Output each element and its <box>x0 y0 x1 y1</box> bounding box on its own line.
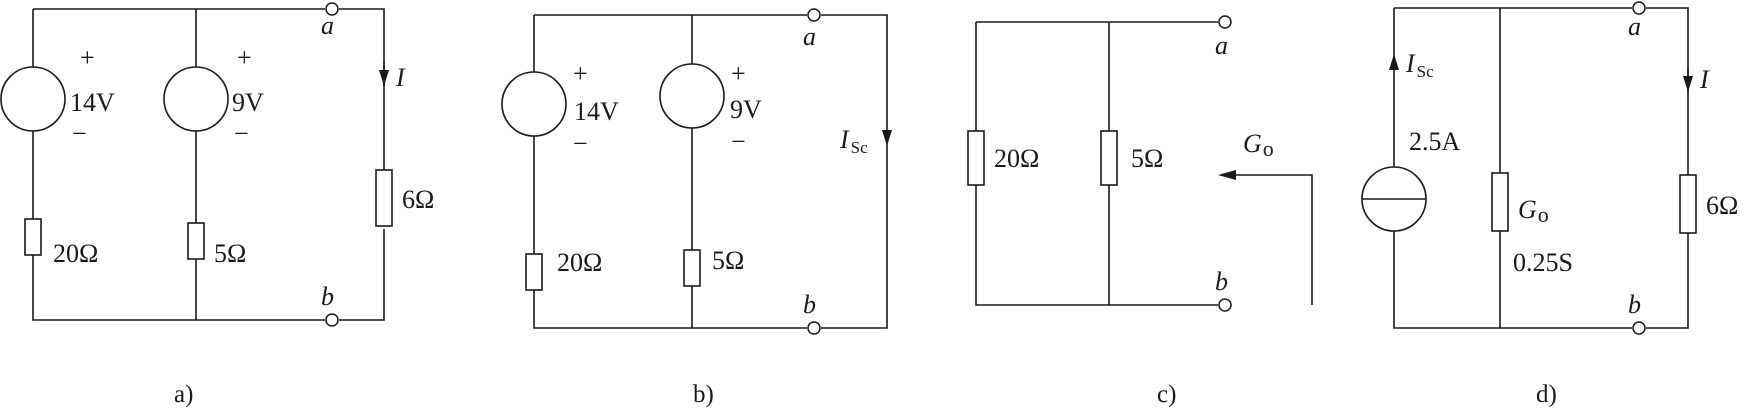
isc-sub: Sc <box>1417 62 1434 81</box>
rload-label: 6Ω <box>402 185 434 214</box>
resistor-20-ohm <box>525 253 543 291</box>
circuit-a: + 14V − + 9V − 20Ω 5Ω 6Ω a b I a) <box>0 2 434 408</box>
circuit-c: 20Ω 5Ω a b Go c) <box>967 15 1313 408</box>
current-arrow-head <box>1683 76 1693 92</box>
node-a-label: a <box>803 22 816 51</box>
source2-value: 9V <box>232 88 264 117</box>
terminal-a <box>807 8 821 22</box>
circuit-b-wires <box>533 14 888 329</box>
r2-label: 5Ω <box>712 246 744 275</box>
circuit-c-wires <box>975 21 1218 306</box>
current-isc-main: I <box>839 125 850 154</box>
voltage-source-14v <box>501 71 567 137</box>
r1-label: 20Ω <box>994 144 1039 173</box>
node-b-label: b <box>1628 290 1641 319</box>
source1-minus: − <box>72 119 87 148</box>
terminal-b <box>1632 321 1646 335</box>
node-b-label: b <box>803 290 816 319</box>
conductance-main: G <box>1243 129 1262 158</box>
voltage-source-9v <box>163 66 229 132</box>
source1-value: 14V <box>70 88 115 117</box>
source1-plus: + <box>80 43 95 72</box>
conductance-value-label: 0.25S <box>1513 248 1573 277</box>
terminal-a <box>1218 15 1232 29</box>
terminal-b <box>1218 298 1232 312</box>
current-label: I <box>395 63 406 92</box>
resistor-5-ohm <box>1100 130 1118 186</box>
conductance-element <box>1491 172 1509 232</box>
node-b-label: b <box>1215 267 1228 296</box>
resistor-6-ohm <box>375 169 393 227</box>
r2-label: 5Ω <box>214 239 246 268</box>
source1-value: 14V <box>574 97 619 126</box>
caption-d: d) <box>1536 381 1557 408</box>
resistor-20-ohm <box>24 218 42 256</box>
caption-b: b) <box>693 381 714 408</box>
node-a-label: a <box>321 11 334 40</box>
source1-plus: + <box>573 59 588 88</box>
terminal-b <box>325 313 339 327</box>
source2-plus: + <box>731 59 746 88</box>
isc-main: I <box>1405 49 1416 78</box>
circuit-a-wires <box>32 8 385 321</box>
resistor-5-ohm <box>683 249 701 287</box>
terminal-a <box>325 2 339 16</box>
conductance-sub: o <box>1538 202 1549 227</box>
caption-c: c) <box>1157 381 1176 408</box>
source2-plus: + <box>237 43 252 72</box>
node-a-label: a <box>1215 31 1228 60</box>
conductance-sub: o <box>1263 136 1274 161</box>
source2-minus: − <box>731 127 746 156</box>
conductance-arrow-head <box>1218 170 1236 180</box>
voltage-source-9v <box>659 63 725 129</box>
conductance-label: Go <box>1243 129 1274 161</box>
r1-label: 20Ω <box>53 239 98 268</box>
conductance-arrow-line <box>1236 174 1313 305</box>
current-arrow-head <box>379 70 389 86</box>
source-value-label: 2.5A <box>1409 127 1461 156</box>
current-isc-sub: Sc <box>851 138 868 157</box>
terminal-a <box>1632 1 1646 15</box>
source2-minus: − <box>234 119 249 148</box>
node-a-label: a <box>1628 12 1641 41</box>
source2-value: 9V <box>730 95 762 124</box>
r1-label: 20Ω <box>557 248 602 277</box>
resistor-20-ohm <box>967 130 985 186</box>
resistor-5-ohm <box>187 222 205 260</box>
voltage-source-14v <box>0 66 66 132</box>
conductance-label: Go <box>1518 195 1549 227</box>
isc-arrow-head <box>1389 54 1399 70</box>
circuit-d-wires <box>1393 7 1689 329</box>
caption-a: a) <box>174 381 193 408</box>
rload-label: 6Ω <box>1706 191 1738 220</box>
r2-label: 5Ω <box>1131 144 1163 173</box>
conductance-main: G <box>1518 195 1537 224</box>
node-b-label: b <box>321 282 334 311</box>
resistor-6-ohm <box>1679 174 1697 234</box>
source1-minus: − <box>573 129 588 158</box>
terminal-b <box>807 321 821 335</box>
current-arrow-head <box>882 130 892 146</box>
current-label: I <box>1699 65 1710 94</box>
